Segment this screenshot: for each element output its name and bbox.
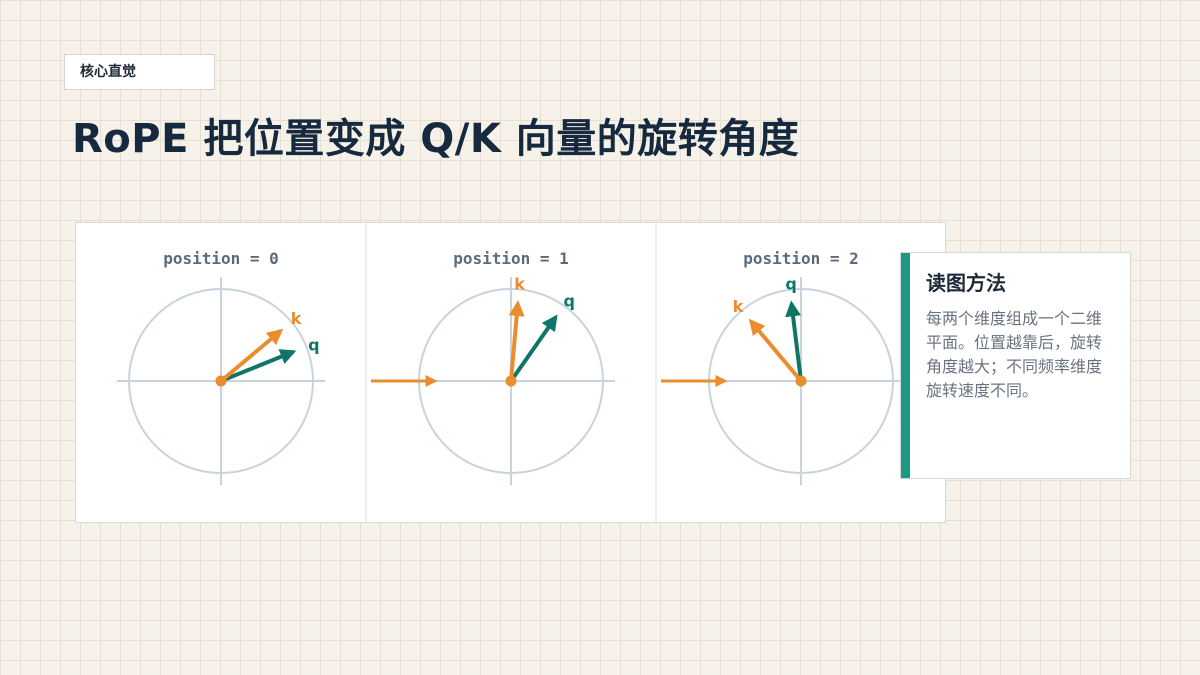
k-label: k [291, 309, 302, 328]
unit-circle [128, 288, 314, 474]
k-vector [508, 300, 525, 382]
k-label: k [514, 274, 525, 293]
position-label: position = 0 [163, 249, 279, 268]
k-vector [748, 318, 803, 383]
q-vector [785, 300, 803, 382]
origin-dot [215, 375, 227, 387]
q-label: q [563, 292, 574, 311]
reading-guide-card: 读图方法 每两个维度组成一个二维平面。位置越靠后，旋转角度越大；不同频率维度旋转… [900, 252, 1131, 479]
accent-bar [901, 253, 910, 478]
position-label: position = 1 [453, 249, 569, 268]
q-label: q [308, 335, 319, 354]
section-tag: 核心直觉 [64, 54, 215, 90]
k-vector [219, 328, 284, 383]
position-label: position = 2 [743, 249, 859, 268]
origin-dot [795, 375, 807, 387]
q-vector [220, 349, 297, 383]
reading-guide-body: 每两个维度组成一个二维平面。位置越靠后，旋转角度越大；不同频率维度旋转速度不同。 [926, 309, 1103, 400]
q-label: q [785, 275, 796, 294]
q-vector [509, 314, 558, 383]
page-title: RoPE 把位置变成 Q/K 向量的旋转角度 [72, 116, 800, 162]
origin-dot [505, 375, 517, 387]
k-label: k [733, 297, 744, 316]
reading-guide-title: 读图方法 [926, 271, 1006, 295]
